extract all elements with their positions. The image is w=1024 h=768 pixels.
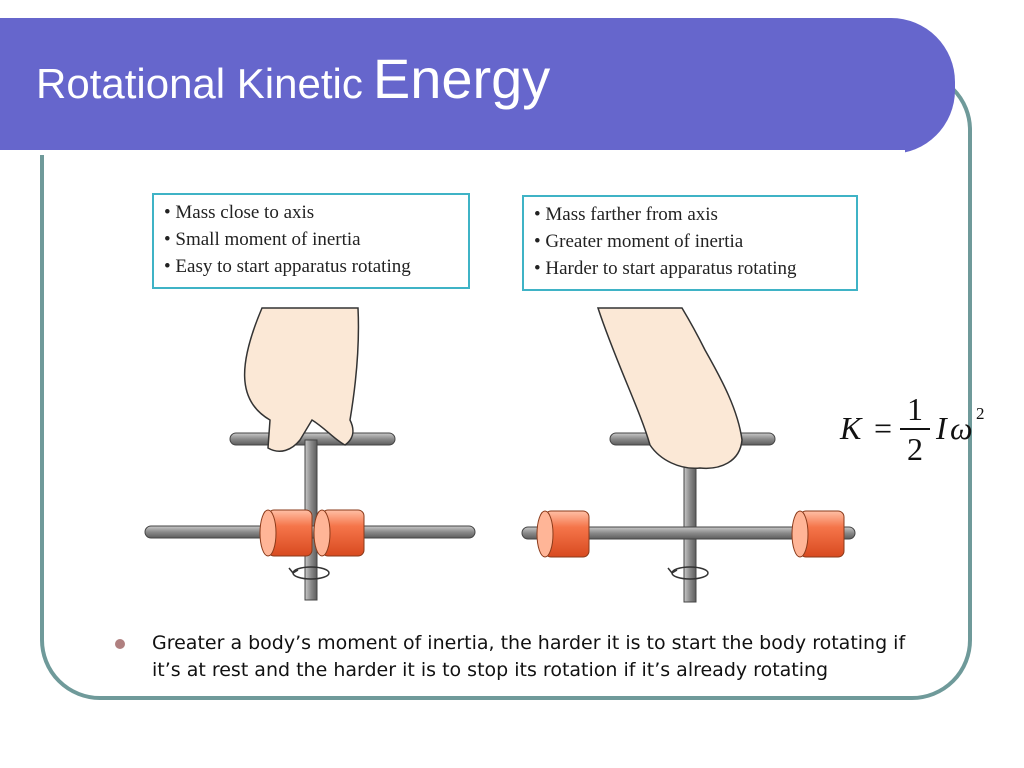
formula-denominator: 2 (907, 431, 923, 467)
right-info-box: • Mass farther from axis • Greater momen… (522, 195, 858, 291)
formula-k: K (840, 410, 862, 446)
left-hand (243, 307, 360, 452)
formula-inertia: I (936, 410, 947, 446)
title-underline (0, 150, 905, 155)
right-horizontal-rod (521, 526, 856, 540)
left-mass-1 (259, 509, 313, 557)
left-mass-2 (313, 509, 365, 557)
right-info-item: • Greater moment of inertia (534, 231, 744, 252)
right-mass-2 (791, 510, 845, 558)
formula-fraction: 1 2 (900, 392, 930, 466)
bullet-text: Greater a body’s moment of inertia, the … (152, 632, 906, 681)
right-info-item: • Harder to start apparatus rotating (534, 258, 797, 279)
bullet-dot-icon (115, 639, 125, 649)
left-apparatus (144, 307, 476, 601)
bullet-point: Greater a body’s moment of inertia, the … (112, 630, 912, 684)
formula-exponent: 2 (976, 404, 985, 423)
left-info-item: • Easy to start apparatus rotating (164, 256, 411, 277)
rotation-arrow-icon (288, 566, 330, 580)
left-info-item: • Mass close to axis (164, 202, 315, 223)
rotation-arrow-icon (667, 566, 709, 580)
fraction-bar (900, 428, 930, 430)
right-apparatus (521, 307, 856, 603)
right-hand (596, 307, 743, 470)
formula-equals: = (874, 410, 893, 446)
left-info-item: • Small moment of inertia (164, 229, 361, 250)
title-part-1: Rotational Kinetic (36, 60, 363, 107)
formula-omega: ω (950, 410, 973, 446)
formula-numerator: 1 (907, 391, 923, 427)
title-bar (0, 18, 955, 155)
title-part-2: Energy (372, 47, 551, 110)
left-info-box: • Mass close to axis • Small moment of i… (152, 193, 470, 289)
right-info-item: • Mass farther from axis (534, 204, 718, 225)
right-mass-1 (536, 510, 590, 558)
